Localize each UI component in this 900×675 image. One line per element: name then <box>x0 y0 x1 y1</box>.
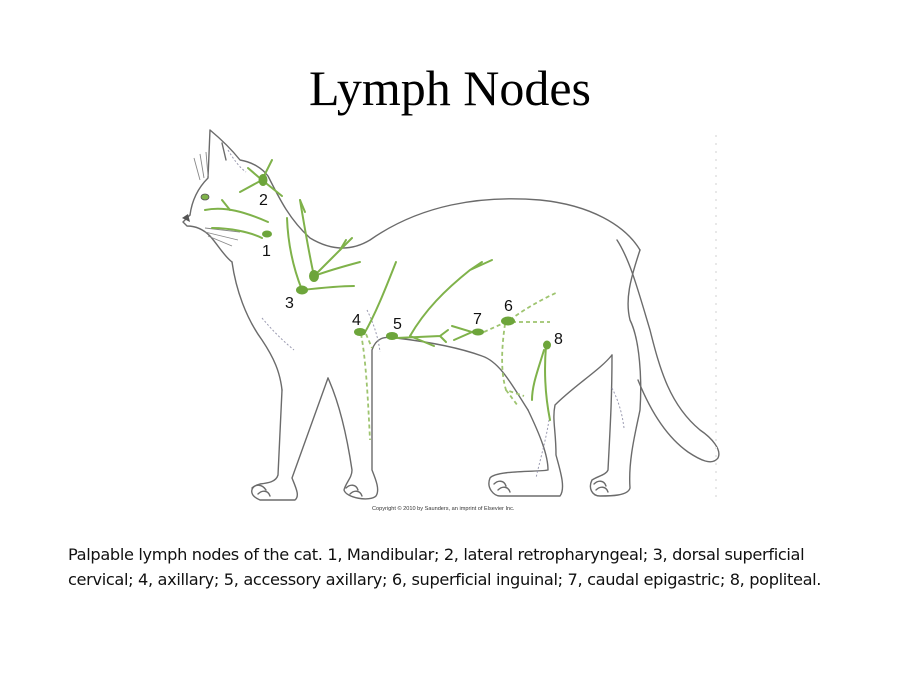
node-7-caudal-epigastric <box>472 328 484 336</box>
label-7: 7 <box>473 311 482 328</box>
copyright-notice: Copyright © 2010 by Saunders, an imprint… <box>372 505 515 512</box>
lymph-nodes <box>258 174 551 350</box>
cat-nose <box>182 214 190 222</box>
label-2: 2 <box>259 192 268 209</box>
node-5-accessory-axillary <box>386 332 398 340</box>
node-1-mandibular <box>262 230 272 238</box>
label-8: 8 <box>554 331 563 348</box>
node-3a-cervical <box>309 270 319 282</box>
label-4: 4 <box>352 312 361 329</box>
node-number-labels: 1 2 3 4 5 6 7 8 <box>259 192 563 348</box>
node-3b-cervical <box>296 285 308 295</box>
node-6-superficial-inguinal <box>501 316 515 326</box>
lymph-dashed-vessels <box>360 291 559 441</box>
cat-eye <box>200 193 210 201</box>
whiskers <box>193 151 241 247</box>
node-2-retropharyngeal <box>258 174 268 186</box>
fur-detail-lines <box>227 149 625 479</box>
label-6: 6 <box>504 298 513 315</box>
node-8-popliteal <box>543 340 551 350</box>
label-1: 1 <box>262 243 271 260</box>
node-4-axillary <box>354 328 366 336</box>
figure-caption: Palpable lymph nodes of the cat. 1, Mand… <box>68 545 822 589</box>
label-5: 5 <box>393 316 402 333</box>
slide-title: Lymph Nodes <box>309 60 591 116</box>
label-3: 3 <box>285 295 294 312</box>
cat-outline <box>182 129 720 501</box>
